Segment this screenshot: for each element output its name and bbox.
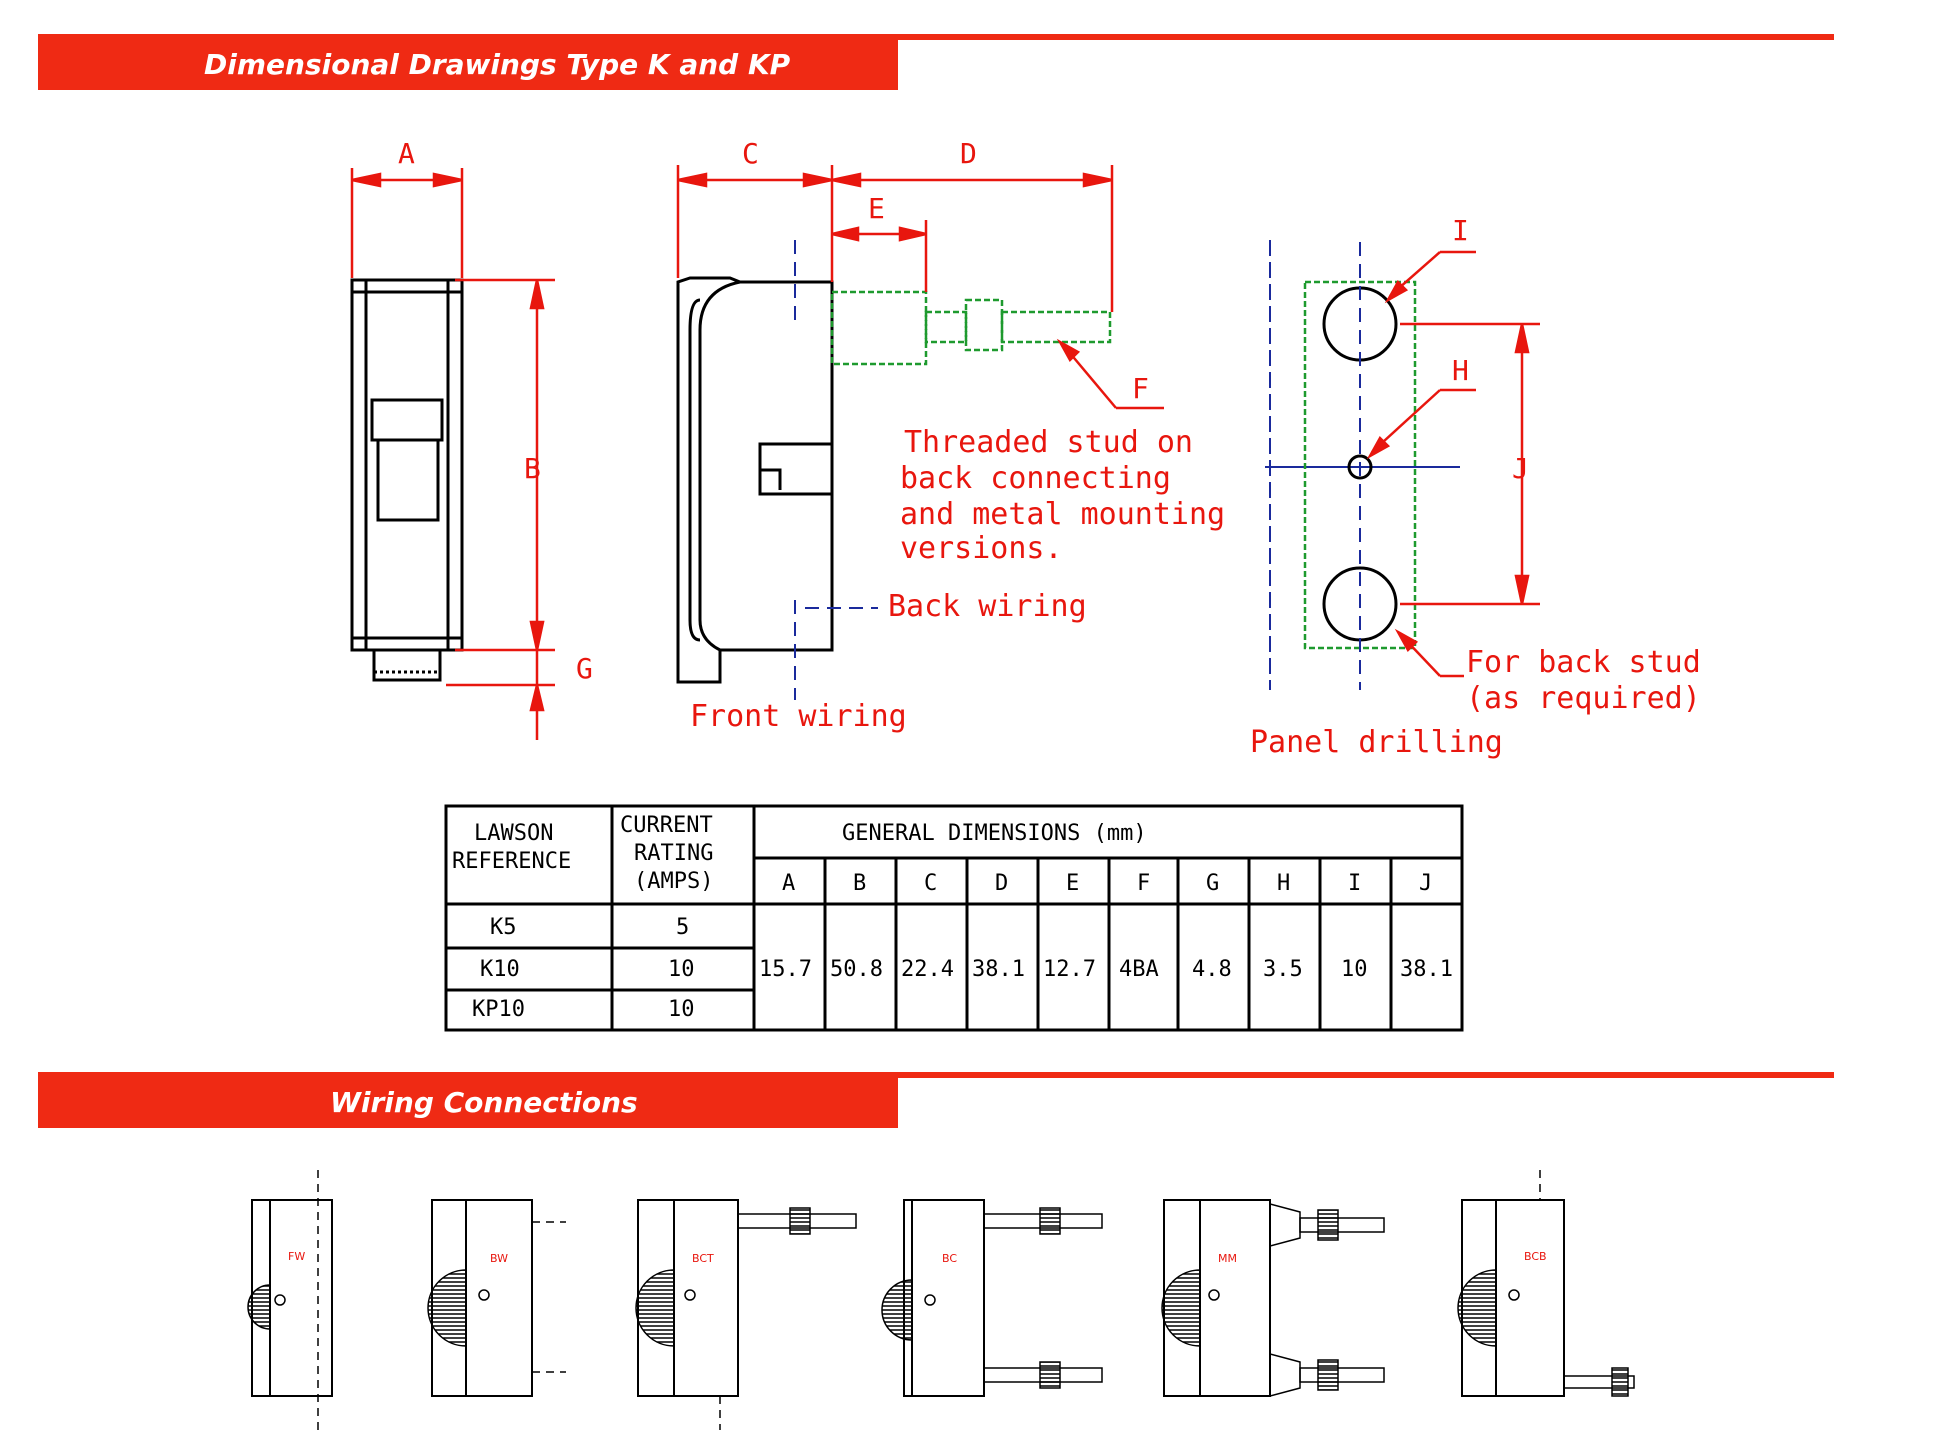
- section-rule-wiring: [38, 1072, 1834, 1078]
- dim-a: [350, 168, 464, 278]
- table-cell-reference-k5: K5: [490, 915, 517, 940]
- section-bar-wiring: [38, 1078, 898, 1128]
- dim-label-d: D: [960, 137, 977, 170]
- threaded-stud: [830, 290, 1112, 366]
- variant-label-mm: MM: [1218, 1252, 1237, 1265]
- variant-label-fw: FW: [288, 1250, 305, 1263]
- th-dim-g: G: [1206, 871, 1219, 896]
- table-cell-rating-k10: 10: [668, 957, 695, 982]
- th-dim-b: B: [853, 871, 866, 896]
- note-front-wiring: Front wiring: [690, 699, 907, 734]
- variant-bc: BC: [881, 1199, 1103, 1397]
- dim-label-e: E: [868, 192, 885, 225]
- table-cell-dim-e: 12.7: [1043, 957, 1096, 982]
- table-cell-rating-k5: 5: [676, 915, 689, 940]
- th-dim-j: J: [1419, 871, 1432, 896]
- table-cell-dim-b: 50.8: [830, 957, 883, 982]
- dimensions-table: LAWSON REFERENCE CURRENT RATING (AMPS) G…: [444, 804, 1464, 1032]
- variant-label-bw: BW: [490, 1252, 508, 1265]
- table-cell-dim-f: 4BA: [1119, 957, 1159, 982]
- th-dim-f: F: [1137, 871, 1150, 896]
- th-dim-i: I: [1348, 871, 1361, 896]
- table-cell-reference-k10: K10: [480, 957, 520, 982]
- note-threaded-stud-line2: back connecting: [900, 461, 1171, 496]
- dims-cde: [676, 165, 1164, 410]
- dim-label-f: F: [1132, 372, 1149, 405]
- section-title-dimensional: Dimensional Drawings Type K and KP: [204, 48, 791, 81]
- table-cell-dim-i: 10: [1341, 957, 1368, 982]
- note-back-stud-line2: (as required): [1466, 681, 1701, 716]
- th-rating-line2: RATING: [634, 841, 713, 866]
- dimensional-drawing: A B G: [350, 137, 1701, 760]
- table-cell-dim-d: 38.1: [972, 957, 1025, 982]
- dim-label-g: G: [576, 652, 593, 685]
- table-cell-dim-g: 4.8: [1192, 957, 1232, 982]
- table-cell-dim-c: 22.4: [901, 957, 954, 982]
- variant-fw: FW: [247, 1170, 333, 1430]
- note-back-stud-line1: For back stud: [1466, 645, 1701, 680]
- th-general-dimensions: GENERAL DIMENSIONS (mm): [842, 821, 1147, 846]
- th-rating-line1: CURRENT: [620, 813, 713, 838]
- variant-label-bc: BC: [942, 1252, 957, 1265]
- note-panel-drilling: Panel drilling: [1250, 725, 1503, 760]
- section-title-wiring: Wiring Connections: [330, 1086, 638, 1119]
- note-threaded-stud-line3: and metal mounting: [900, 497, 1225, 532]
- note-threaded-stud-line1: Threaded stud on: [904, 425, 1193, 460]
- dim-label-b: B: [524, 452, 541, 485]
- dim-label-j: J: [1512, 452, 1529, 485]
- variant-bcb: BCB: [1457, 1170, 1635, 1397]
- variant-label-bcb: BCB: [1524, 1250, 1547, 1263]
- dim-label-i: I: [1452, 214, 1469, 247]
- dims-hij: [1366, 250, 1540, 678]
- th-dim-c: C: [924, 871, 937, 896]
- variant-label-bct: BCT: [692, 1252, 714, 1265]
- th-dim-h: H: [1277, 871, 1290, 896]
- th-rating-line3: (AMPS): [634, 869, 713, 894]
- variant-bct: BCT: [635, 1199, 857, 1430]
- dim-label-c: C: [742, 137, 759, 170]
- note-back-wiring: Back wiring: [888, 589, 1087, 624]
- dim-label-h: H: [1452, 354, 1469, 387]
- front-view: [350, 278, 464, 682]
- side-view: [676, 276, 834, 684]
- dim-label-a: A: [398, 137, 415, 170]
- section-rule-top: [38, 34, 1834, 40]
- table-cell-dim-a: 15.7: [759, 957, 812, 982]
- th-dim-d: D: [995, 871, 1008, 896]
- th-reference-line2: REFERENCE: [452, 849, 571, 874]
- table-cell-reference-kp10: KP10: [472, 997, 525, 1022]
- section-bar-dimensional: [38, 40, 898, 90]
- table-cell-dim-h: 3.5: [1263, 957, 1303, 982]
- panel-drilling: [1265, 242, 1455, 690]
- th-dim-a: A: [782, 871, 795, 896]
- table-cell-rating-kp10: 10: [668, 997, 695, 1022]
- th-dim-e: E: [1066, 871, 1079, 896]
- th-reference-line1: LAWSON: [474, 821, 553, 846]
- wiring-variants: FW BW BCT BC: [247, 1170, 1635, 1430]
- variant-bw: BW: [427, 1199, 566, 1397]
- variant-mm: MM: [1161, 1199, 1385, 1397]
- table-cell-dim-j: 38.1: [1400, 957, 1453, 982]
- dim-b: [446, 278, 555, 740]
- note-threaded-stud-line4: versions.: [900, 531, 1063, 566]
